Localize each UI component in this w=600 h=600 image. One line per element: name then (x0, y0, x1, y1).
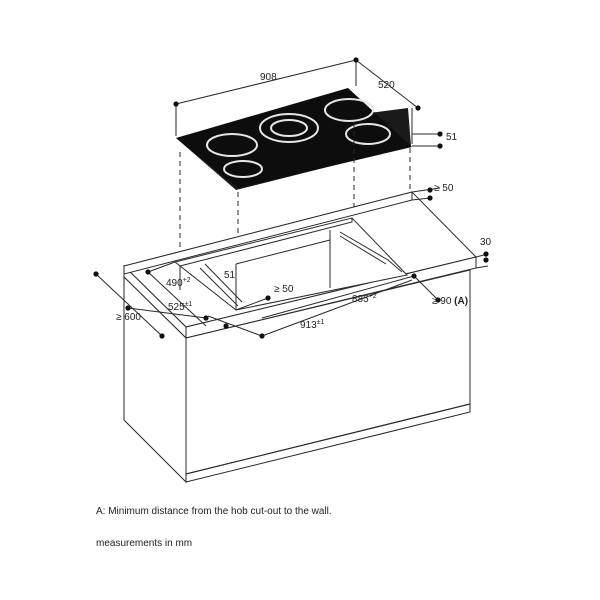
label-worktop-depth: ≥ 600 (116, 312, 141, 323)
label-cutout-width: 885+2 (352, 293, 377, 305)
footnote-a: A: Minimum distance from the hob cut-out… (96, 506, 332, 517)
label-hob-depth: 520 (378, 80, 395, 91)
cooking-zone-right-rear (324, 98, 374, 122)
hob-surface (176, 88, 412, 188)
label-cutout-inner: 51 (224, 270, 236, 281)
cooking-zones (206, 98, 391, 178)
cooking-zone-center-outer (259, 113, 319, 143)
dimension-labels: 908 520 51 ≥ 50 30 490+2 51 ≥ 50 885+2 ≥… (116, 72, 492, 331)
cabinet-side (123, 275, 187, 484)
label-front-clearance: ≥ 50 (274, 284, 294, 295)
cabinet (123, 191, 477, 484)
label-wall-clearance: ≥ 90 (A) (432, 296, 468, 307)
label-outer-width: 913±1 (300, 319, 325, 331)
label-worktop-thickness: 30 (480, 237, 492, 248)
cooking-zone-right-front (345, 123, 391, 145)
cooking-zone-center-inner (270, 119, 308, 137)
cooking-zone-front-left (223, 160, 263, 178)
hob (176, 88, 412, 190)
label-outer-depth: 525±1 (168, 301, 193, 313)
dimension-dots (93, 57, 489, 339)
label-hob-width: 908 (260, 72, 277, 83)
label-rear-clearance: ≥ 50 (434, 183, 454, 194)
label-cutout-depth: 490+2 (166, 277, 191, 289)
label-hob-height: 51 (446, 132, 458, 143)
units-note: measurements in mm (96, 538, 193, 549)
dimension-lines (95, 59, 489, 337)
cooking-zone-left (206, 133, 258, 157)
cutout-back-wall (179, 218, 353, 267)
